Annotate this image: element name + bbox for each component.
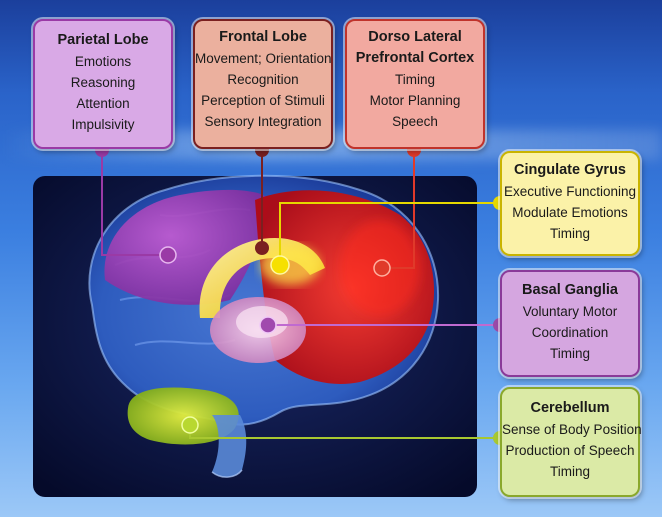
parietal-lobe-title: Parietal Lobe [57, 32, 149, 48]
parietal-lobe-item: Reasoning [70, 75, 136, 90]
basal-ganglia-title: Basal Ganglia [522, 282, 618, 298]
cerebellum-item: Timing [549, 464, 590, 479]
brain-illustration [88, 174, 440, 478]
cingulate-gyrus-item: Executive Functioning [503, 184, 637, 199]
dorsolateral-item: Motor Planning [369, 93, 461, 108]
cerebellum-item: Production of Speech [505, 443, 635, 458]
cerebellum-title: Cerebellum [530, 400, 610, 416]
frontal-lobe-item: Recognition [227, 72, 299, 87]
dorsolateral-item: Speech [392, 114, 438, 129]
basal-ganglia-item: Voluntary Motor [522, 304, 618, 319]
parietal-lobe-item: Emotions [74, 54, 132, 69]
cingulate-gyrus-item: Modulate Emotions [512, 205, 628, 220]
frontal-lobe-item: Sensory Integration [204, 114, 322, 129]
frontal-lobe-box: Frontal Lobe Movement; Orientation Recog… [193, 19, 333, 149]
cerebellum-item: Sense of Body Position [502, 422, 642, 437]
basal-ganglia-item: Coordination [531, 325, 609, 340]
frontal-lobe-item: Perception of Stimuli [201, 93, 325, 108]
frontal-lobe-title: Frontal Lobe [219, 29, 307, 45]
basal-ganglia-box: Basal Ganglia Voluntary Motor Coordinati… [500, 270, 640, 377]
cerebellum-box: Cerebellum Sense of Body Position Produc… [500, 387, 642, 497]
cingulate-gyrus-item: Timing [549, 226, 590, 241]
frontal-lobe-item: Movement; Orientation [195, 51, 332, 66]
dorsolateral-title-line1: Dorso Lateral [368, 29, 462, 45]
parietal-lobe-box: Parietal Lobe Emotions Reasoning Attenti… [33, 19, 173, 149]
cingulate-gyrus-box: Cingulate Gyrus Executive Functioning Mo… [500, 151, 640, 256]
parietal-lobe-item: Attention [76, 96, 130, 111]
dorsolateral-prefrontal-box: Dorso Lateral Prefrontal Cortex Timing M… [345, 19, 485, 149]
dorsolateral-item: Timing [394, 72, 435, 87]
parietal-lobe-item: Impulsivity [71, 117, 135, 132]
cingulate-gyrus-title: Cingulate Gyrus [514, 162, 626, 178]
dorsolateral-title-line2: Prefrontal Cortex [355, 50, 475, 66]
basal-ganglia-item: Timing [549, 346, 590, 361]
